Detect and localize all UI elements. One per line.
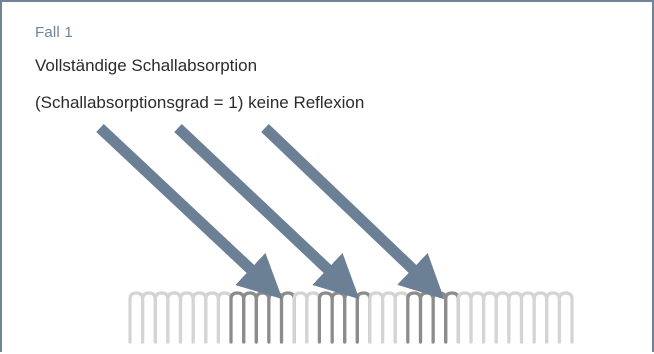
- absorber-coil-segment: [305, 291, 321, 344]
- absorber-material-icon: [128, 291, 574, 344]
- absorber-coil-segment: [431, 291, 448, 344]
- absorber-coil-segment: [153, 291, 170, 344]
- absorber-coil-segment: [204, 291, 220, 344]
- case-label: Fall 1: [35, 24, 73, 41]
- absorber-coil-segment: [507, 291, 524, 344]
- sound-wave-arrow-3: [261, 124, 445, 300]
- absorber-coil-segment: [456, 291, 473, 344]
- absorber-coil-segment: [191, 291, 208, 344]
- absorber-coil-segment: [545, 291, 561, 344]
- absorber-coil-segment: [494, 291, 511, 344]
- absorber-coil-segment: [229, 291, 246, 344]
- diagram-title: Vollständige Schallabsorption: [35, 56, 258, 75]
- absorber-coil-segment: [216, 291, 233, 344]
- absorber-coil-segment: [393, 291, 410, 344]
- absorber-coil-segment: [254, 291, 271, 344]
- absorber-coil-segment: [330, 291, 347, 344]
- diagram-subtitle: (Schallabsorptionsgrad = 1) keine Reflex…: [35, 93, 365, 112]
- absorber-coil-segment: [532, 291, 549, 344]
- sound-wave-arrow-2: [174, 123, 360, 300]
- absorber-coil-segment: [557, 291, 574, 344]
- absorber-coil-segment: [267, 291, 284, 344]
- absorber-coil-segment: [178, 291, 195, 344]
- absorber-coil-segment: [317, 291, 334, 344]
- absorber-coil-segment: [128, 291, 145, 344]
- absorber-coil-segment: [469, 291, 486, 344]
- absorber-coil-segment: [242, 291, 258, 344]
- sound-wave-arrow-1: [96, 123, 283, 300]
- absorber-coil-segment: [279, 291, 296, 344]
- absorber-coil-segment: [519, 291, 536, 344]
- absorber-coil-segment: [355, 291, 372, 344]
- absorber-coil-segment: [482, 291, 498, 344]
- absorber-coil-segment: [368, 291, 385, 344]
- absorber-coil-segment: [444, 291, 460, 344]
- absorber-coil-segment: [292, 291, 309, 344]
- absorber-coil-segment: [406, 291, 423, 344]
- sound-wave-arrows: [96, 123, 445, 300]
- absorber-coil-segment: [418, 291, 435, 344]
- absorber-coil-segment: [343, 291, 359, 344]
- absorber-coil-segment: [381, 291, 397, 344]
- absorber-coil-segment: [166, 291, 183, 344]
- absorber-coil-segment: [141, 291, 157, 344]
